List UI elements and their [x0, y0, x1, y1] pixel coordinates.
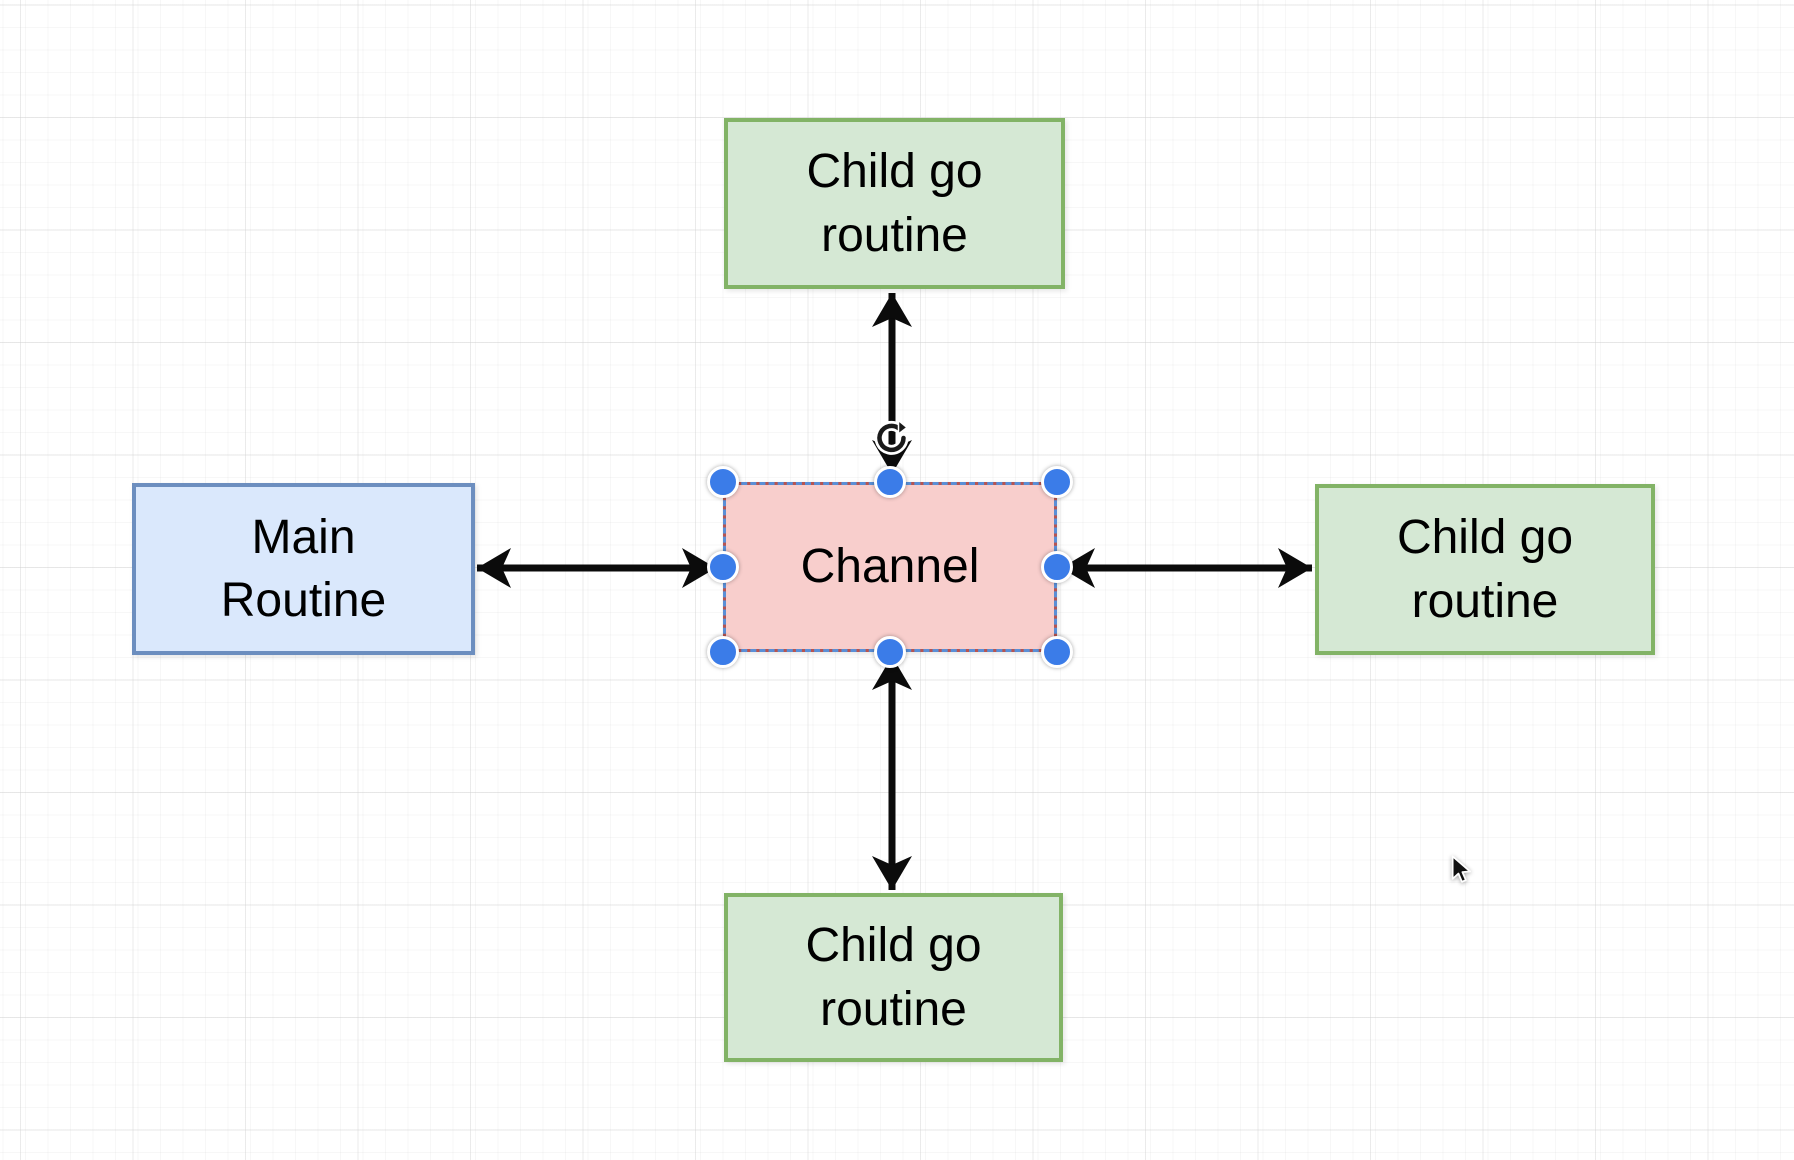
- selection-handle-mid-left[interactable]: [707, 551, 739, 583]
- node-label: Child go routine: [806, 145, 983, 262]
- node-child-goroutine-top[interactable]: Child go routine: [724, 118, 1065, 289]
- selection-handle-bottom-right[interactable]: [1041, 636, 1073, 668]
- node-main-routine[interactable]: Main Routine: [132, 483, 475, 655]
- node-label: Child go routine: [805, 919, 982, 1036]
- node-channel[interactable]: Channel: [723, 482, 1057, 652]
- selection-handle-top-center[interactable]: [874, 466, 906, 498]
- node-child-goroutine-right[interactable]: Child go routine: [1315, 484, 1655, 655]
- node-label: Main Routine: [220, 510, 387, 627]
- node-child-goroutine-bottom[interactable]: Child go routine: [724, 893, 1063, 1062]
- selection-handle-top-right[interactable]: [1041, 466, 1073, 498]
- node-label: Channel: [800, 540, 980, 594]
- selection-handle-top-left[interactable]: [707, 466, 739, 498]
- rotate-handle-icon[interactable]: [872, 418, 910, 457]
- selection-handle-bottom-left[interactable]: [707, 636, 739, 668]
- node-label: Child go routine: [1396, 511, 1574, 628]
- selection-handle-bottom-center[interactable]: [874, 636, 906, 668]
- selection-handle-mid-right[interactable]: [1041, 551, 1073, 583]
